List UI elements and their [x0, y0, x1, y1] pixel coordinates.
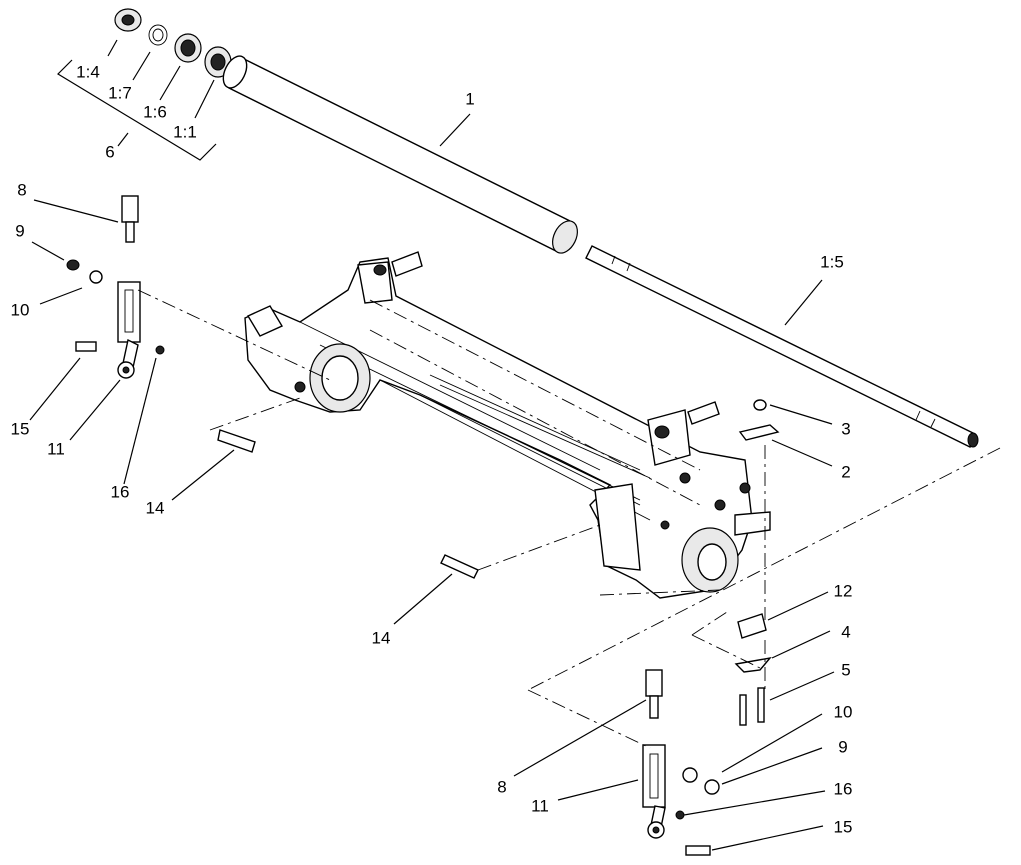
callout-3: 3	[841, 419, 850, 438]
callout-4: 4	[841, 622, 850, 641]
callout-11-right: 11	[531, 796, 549, 815]
callout-1-5: 1:5	[820, 252, 844, 271]
callout-14-lower: 14	[372, 628, 391, 647]
callout-1-7: 1:7	[108, 83, 132, 102]
callout-labels: 1:4 1:7 1:6 1:1 6 1 1:5 8 9 10 15 11 16 …	[11, 62, 853, 836]
callout-10-left: 10	[11, 300, 30, 319]
callout-1-1: 1:1	[173, 122, 197, 141]
callout-9-left: 9	[15, 221, 24, 240]
roller-tube-part	[114, 8, 979, 448]
left-linkage-part	[66, 195, 256, 453]
callout-16-right: 16	[834, 779, 853, 798]
callout-10-right: 10	[834, 702, 853, 721]
callout-2: 2	[841, 462, 850, 481]
callout-1-6: 1:6	[143, 102, 167, 121]
callout-15-left: 15	[11, 419, 30, 438]
leader-lines	[29, 39, 835, 851]
callout-8-right: 8	[497, 777, 506, 796]
callout-16-left: 16	[111, 482, 130, 501]
callout-6: 6	[105, 142, 114, 161]
alignment-lines	[137, 289, 1001, 749]
callout-12: 12	[834, 581, 853, 600]
callout-9-right: 9	[838, 737, 847, 756]
callout-15-right: 15	[834, 817, 853, 836]
callout-8-left: 8	[17, 180, 26, 199]
callout-5: 5	[841, 660, 850, 679]
main-frame-part	[244, 251, 771, 599]
callout-1: 1	[465, 89, 474, 108]
callout-1-4: 1:4	[76, 62, 100, 81]
lower-linkage-part	[440, 554, 720, 856]
right-bracket-part	[734, 399, 780, 726]
callout-11-left: 11	[47, 439, 65, 458]
callout-14-upper: 14	[146, 498, 165, 517]
